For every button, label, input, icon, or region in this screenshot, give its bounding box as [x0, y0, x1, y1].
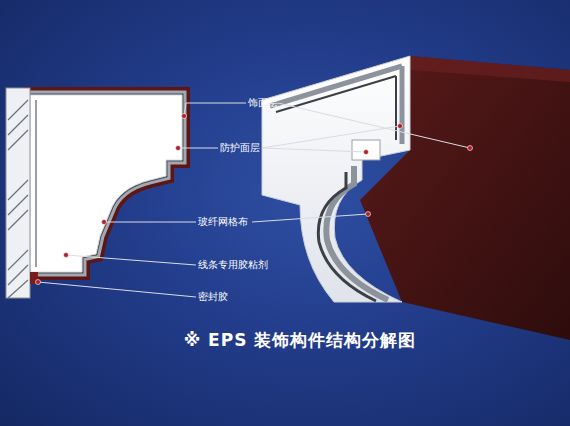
leader-lines: [38, 103, 470, 297]
wall: [6, 88, 38, 298]
molding-3d: [262, 56, 570, 340]
adhesive-layer: [35, 100, 37, 267]
mesh-layer: [30, 95, 182, 272]
part-label: 防护面层: [220, 142, 260, 154]
part-label: 密封胶: [198, 291, 228, 303]
part-label: 饰面层: [248, 97, 278, 109]
finish-layer: [30, 95, 182, 272]
caption: ※ EPS 装饰构件结构分解图: [184, 329, 417, 352]
part-label: 玻纤网格布: [198, 216, 248, 228]
protective-layer: [30, 95, 182, 272]
leader-dots: [36, 114, 473, 285]
part-label: 线条专用胶粘剂: [198, 259, 268, 271]
eps-core: [30, 95, 182, 272]
cross-section: [30, 95, 182, 272]
